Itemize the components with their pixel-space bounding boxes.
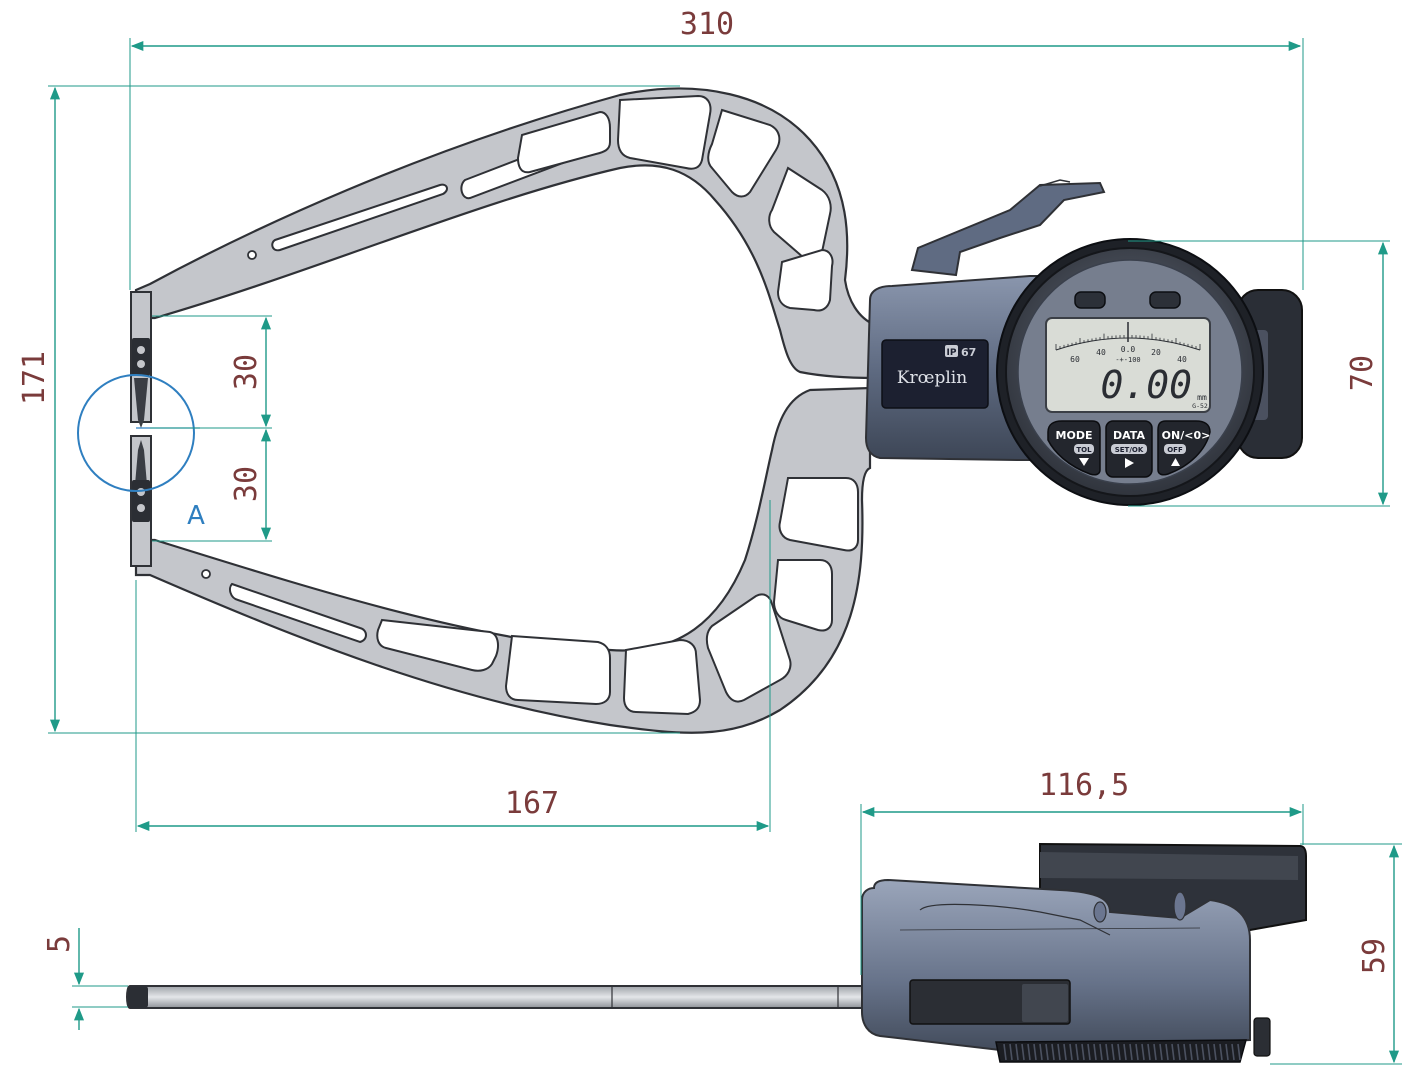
indicator-led-left [1074,291,1106,309]
ip-rating-value: 67 [961,346,976,359]
indicator-led-right [1149,291,1181,309]
lcd-scale-center-label: -+-100 [1115,356,1140,364]
dimensions: 310 171 30 30 167 70 116,5 59 [17,7,1402,1065]
knurl-line [1123,1043,1127,1061]
knurl-line [1069,1043,1073,1061]
knurl-line [1177,1043,1181,1061]
lower-arm-hole [201,569,211,579]
knurl-line [1195,1043,1199,1061]
knurl-line [1087,1043,1091,1061]
up-arrow-icon [1171,458,1180,466]
lcd-reading: 0.00 [1100,363,1192,407]
side-view [126,842,1307,1063]
data-button-label: DATA [1113,429,1145,442]
dial-display: 60 40 0.0 20 40 -+-100 0.00 mm G-52 MODE… [996,238,1264,506]
knurl-line [1141,1043,1145,1061]
brand-name: Krœplin [897,368,967,388]
knurl-line [1207,1043,1211,1061]
mode-button-sublabel: TOL [1076,446,1092,454]
upper-arm-cutouts [271,94,834,312]
data-button-sublabel: SET/OK [1115,446,1144,454]
knurl-line [1051,1043,1055,1061]
knurl-line [1075,1043,1079,1061]
knurl-line [1003,1043,1007,1061]
dim-lower-jaw: 30 [229,466,264,502]
knurl-line [1015,1043,1019,1061]
detail-circle [77,374,195,492]
release-lever [910,179,1106,277]
knurl-line [1183,1043,1187,1061]
lcd-scale-label-4: 40 [1177,355,1187,364]
knurl-line [1033,1043,1037,1061]
dim-overall-width: 310 [680,7,734,42]
jaw-tips [130,291,152,567]
caliper-frame [130,87,877,734]
mode-button[interactable]: MODE TOL [1047,420,1101,476]
knurl-line [1189,1043,1193,1061]
knurl-line [1219,1043,1223,1061]
lcd-scale-ticks [1055,332,1201,350]
knurl-line [1129,1043,1133,1061]
dim-throat-depth: 167 [505,786,559,821]
knurl-line [1237,1043,1241,1061]
mode-button-label: MODE [1056,429,1093,442]
knurl-line [1021,1043,1025,1061]
knurl-line [1081,1043,1085,1061]
knurl-line [1117,1043,1121,1061]
upper-arm-hole [247,250,257,260]
knurl-line [1063,1043,1067,1061]
dim-side-height: 59 [1357,938,1392,974]
knurl-line [1225,1043,1229,1061]
knurl-line [1057,1043,1061,1061]
dim-jaw-thickness: 5 [42,935,77,953]
knurl-line [1231,1043,1235,1061]
knurl-line [1105,1043,1109,1061]
knurl-line [1135,1043,1139,1061]
knurl-line [1147,1043,1151,1061]
dim-dial-diameter: 70 [1345,355,1380,391]
dim-upper-jaw: 30 [229,354,264,390]
dim-side-length: 116,5 [1039,768,1129,803]
detail-label: A [187,501,205,531]
lcd-scale-label-3: 20 [1151,348,1161,357]
lcd-scale-label-1: 40 [1096,348,1106,357]
lcd-scale-label-0: 60 [1070,355,1080,364]
knurl-line [1165,1043,1169,1061]
knurl-line [1039,1043,1043,1061]
data-button[interactable]: DATA SET/OK [1105,420,1153,478]
knurl-line [1201,1043,1205,1061]
down-arrow-icon [1079,458,1089,466]
knurl-line [1153,1043,1157,1061]
on-off-button-label: ON/<0> [1162,429,1211,442]
brand-plate [881,339,989,409]
lcd-unit: mm [1197,393,1207,402]
lcd-model: G-52 [1192,402,1208,410]
knurl-line [1009,1043,1013,1061]
ip-rating-prefix: IP [947,348,957,358]
knurl-line [1099,1043,1103,1061]
on-off-button-sublabel: OFF [1167,446,1183,454]
knurl-line [1027,1043,1031,1061]
dim-overall-height: 171 [17,351,52,405]
lcd-scale-label-2: 0.0 [1121,345,1136,354]
knurl-line [1213,1043,1217,1061]
knurl-line [1159,1043,1163,1061]
knurl-line [1171,1043,1175,1061]
knurl-line [1111,1043,1115,1061]
knurl-line [1045,1043,1049,1061]
right-arrow-icon [1125,458,1134,468]
on-off-button[interactable]: ON/<0> OFF [1157,420,1211,476]
knurl-line [1093,1043,1097,1061]
knurled-ring [1003,1043,1241,1061]
